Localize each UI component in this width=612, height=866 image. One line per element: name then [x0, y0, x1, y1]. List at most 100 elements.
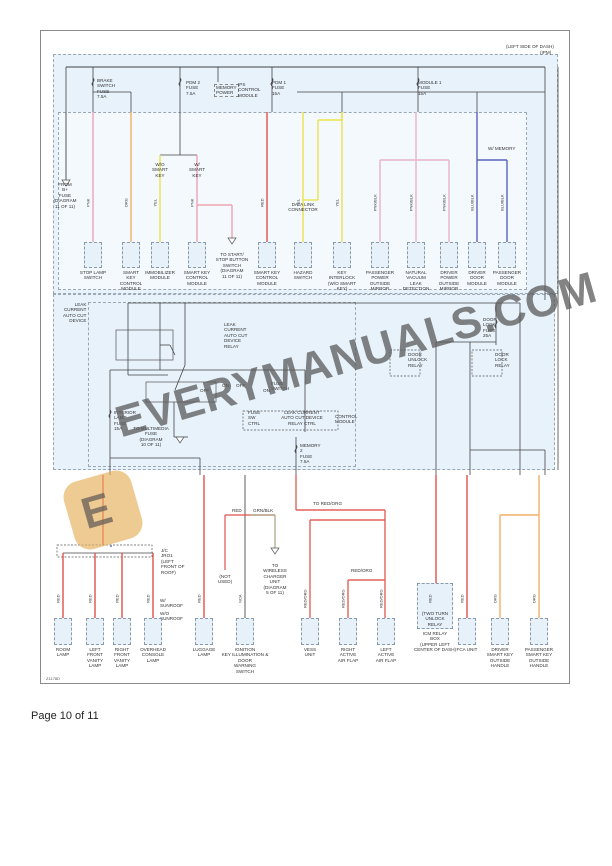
- bottom-component-2-label: RIGHT FRONT VANITY LAMP: [113, 647, 131, 669]
- pdm2-fuse-label: PDM 2 FUSE 7.5A: [186, 80, 201, 96]
- module1-fuse-label: MODULE 1 FUSE 15A: [418, 80, 442, 96]
- page-number: Page 10 of 11: [31, 710, 99, 722]
- wire-color-label: RED/ORG: [340, 589, 346, 609]
- bottom-component-8-label: LEFT ACTIVE AIR FLAP: [375, 647, 397, 663]
- wire-color-label: RED: [196, 594, 202, 603]
- wire-color-label: PNK: [85, 198, 91, 207]
- diagram-code: Z1178D: [46, 676, 60, 681]
- relay-ctrl-label: LEAK CURRENT AUTO CUT DEVICE RELAY CTRL: [281, 410, 323, 426]
- top-component-8: [407, 242, 425, 268]
- wire-color-label: YEL: [152, 198, 158, 207]
- off2-label: OFF: [236, 383, 246, 388]
- fuse-icon: [494, 319, 498, 329]
- to-red-org-label: TO RED/ORG: [313, 501, 343, 506]
- leak-relay-label: LEAK CURRENT AUTO CUT DEVICE RELAY: [224, 322, 248, 349]
- fuse-sw-ctrl-label: FUSE SW CTRL: [248, 410, 261, 426]
- on1-label: ON: [222, 383, 229, 388]
- top-component-7: [371, 242, 389, 268]
- door-lock-fuse-label: DOOR LOCK FUSE 25A: [483, 317, 497, 339]
- door-unlock-relay-box: [389, 349, 421, 377]
- memory-power-label: MEMORY POWER: [214, 84, 239, 97]
- leak-device-label: LEAK CURRENT AUTO CUT DEVICE: [63, 302, 87, 324]
- pdm1-fuse-label: PDM 1 FUSE 15A: [272, 80, 287, 96]
- start-stop-arrow-icon: [227, 237, 237, 245]
- door-lock-relay-label: DOOR LOCK RELAY: [495, 352, 510, 368]
- wire-color-label: PNK/BLK: [441, 194, 447, 212]
- wire-color-label: PNK: [189, 198, 195, 207]
- bottom-component-3: [144, 618, 162, 645]
- wire-color-label: YEL: [295, 198, 301, 207]
- multimedia-label: TO MULTIMEDIA FUSE (DIAGRAM 10 OF 11): [133, 426, 169, 448]
- top-component-8-label: NATURAL VACUUM LEAK DETECTION: [402, 270, 430, 292]
- wire-color-label: RED/ORG: [378, 589, 384, 609]
- bottom-component-0: [54, 618, 72, 645]
- leak-device-region: [88, 302, 356, 467]
- top-component-1: [122, 242, 140, 268]
- top-component-5-label: HAZARD SWITCH: [293, 270, 313, 281]
- fuse-icon: [91, 77, 95, 87]
- control-module-box: [242, 410, 339, 431]
- bottom-component-3-label: OVERHEAD CONSOLE LAMP: [140, 647, 166, 663]
- top-component-6-label: KEY INTERLOCK (W/O SMART KEY): [328, 270, 356, 292]
- top-component-5: [294, 242, 312, 268]
- brake-fuse-label: BRAKE SWITCH FUSE 7.5A: [97, 78, 116, 100]
- bottom-component-9: [417, 583, 453, 629]
- top-component-4-label: SMART KEY CONTROL MODULE: [253, 270, 281, 286]
- top-component-9: [440, 242, 458, 268]
- from-fuse-arrow-icon: [61, 179, 71, 187]
- interior-fuse-label: INTERIOR LAMP FUSE 15A: [114, 410, 136, 432]
- wire-color-label: RED: [55, 594, 61, 603]
- control-module-label: CONTROL MODULE: [335, 414, 358, 425]
- bottom-component-9-inner-label: (TWO TURN UNLOCK RELAY: [421, 611, 449, 627]
- wire-color-label: RED: [87, 594, 93, 603]
- bottom-component-4-label: LUGGAGE LAMP: [192, 647, 216, 658]
- wire-color-label: RED: [145, 594, 151, 603]
- bottom-component-5: [236, 618, 254, 645]
- from-b-fuse-label: FROM B+ FUSE (DIAGRAM 11 OF 11): [53, 182, 77, 209]
- top-component-7-label: PASSENGER POWER OUTSIDE MIRROR: [365, 270, 395, 292]
- grn-blk-label: GRN/BLK: [253, 508, 274, 513]
- leak-relay-box: [115, 329, 174, 361]
- wire-color-label: ORG: [531, 594, 537, 604]
- w-sunroof-label: W/ SUNROOF: [160, 598, 183, 609]
- top-component-3: [188, 242, 206, 268]
- memory-fuse-label: MEMORY 2 FUSE 7.5A: [300, 443, 321, 465]
- bottom-component-7: [339, 618, 357, 645]
- top-component-9-label: DRIVER POWER OUTSIDE MIRROR: [438, 270, 460, 292]
- bottom-component-10: [458, 618, 476, 645]
- top-component-2-label: IMMOBILIZER MODULE: [145, 270, 175, 281]
- bottom-component-2: [113, 618, 131, 645]
- top-component-6: [333, 242, 351, 268]
- on2-label: ON: [263, 388, 270, 393]
- diagram-frame: [40, 30, 570, 684]
- wire-color-label: PNK/BLK: [372, 194, 378, 212]
- bottom-component-6: [301, 618, 319, 645]
- top-component-10: [468, 242, 486, 268]
- bottom-component-4: [195, 618, 213, 645]
- top-component-10-label: DRIVER DOOR MODULE: [467, 270, 487, 286]
- bottom-component-1-label: LEFT FRONT VANITY LAMP: [86, 647, 104, 669]
- start-stop-label: TO START/ STOP BUTTON SWITCH (DIAGRAM 11…: [215, 252, 249, 279]
- top-component-4: [258, 242, 276, 268]
- wire: [174, 364, 186, 391]
- red-label: RED: [232, 508, 242, 513]
- w-memory-label: W/ MEMORY: [488, 146, 516, 151]
- fuse-switch-box: [145, 381, 217, 403]
- middle-region: [53, 294, 555, 470]
- top-component-3-label: SMART KEY CONTROL MODULE: [183, 270, 211, 286]
- location-label: (LEFT SIDE OF DASH): [506, 44, 554, 49]
- wire-color-label: ORG: [123, 198, 129, 208]
- location-sub-label: (IPM): [540, 50, 552, 55]
- w-smart-key-label: W/ SMART KEY: [189, 162, 205, 178]
- door-lock-relay-box: [471, 349, 503, 377]
- bottom-component-10-label: FCA UNIT: [456, 647, 478, 652]
- bottom-component-0-label: ROOM LAMP: [55, 647, 71, 658]
- wire-color-label: RED: [459, 594, 465, 603]
- bottom-component-5-label: IGNITION KEY ILLUMINATION & DOOR WARNING…: [221, 647, 269, 674]
- top-component-2: [151, 242, 169, 268]
- multimedia-arrow-icon: [175, 436, 185, 444]
- data-link-label: DATA LINK CONNECTOR: [288, 202, 318, 213]
- wire-color-label: BLU/BLK: [499, 194, 505, 211]
- fuse-icon: [270, 77, 274, 87]
